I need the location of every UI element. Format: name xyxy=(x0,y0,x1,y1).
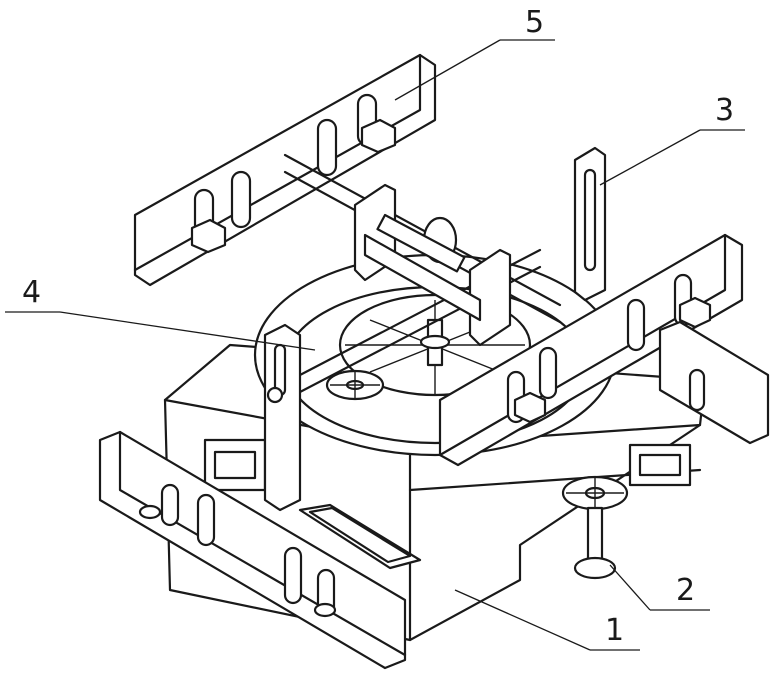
callout-1: 1 xyxy=(605,613,624,648)
callout-5: 5 xyxy=(525,5,544,40)
handwheel-front xyxy=(563,477,627,578)
right-post xyxy=(575,148,605,300)
callout-3: 3 xyxy=(715,93,734,128)
left-post xyxy=(265,325,300,510)
callout-4: 4 xyxy=(22,275,41,310)
callout-2: 2 xyxy=(676,573,695,608)
handwheel-top xyxy=(327,371,383,399)
